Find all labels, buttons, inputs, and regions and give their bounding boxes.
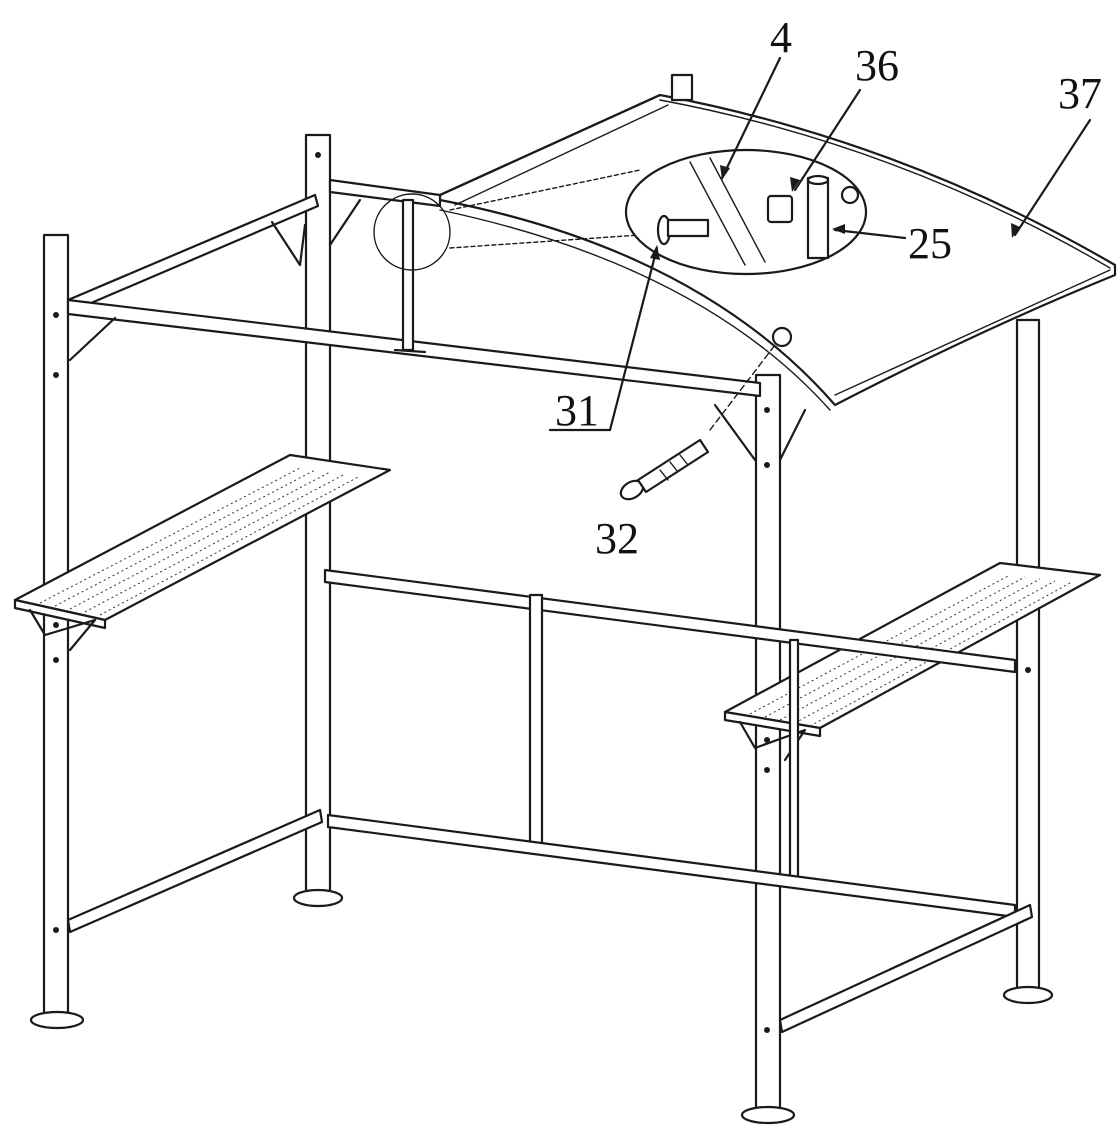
right-front-post bbox=[740, 373, 796, 1125]
bolt-32 bbox=[619, 326, 793, 501]
left-shelf bbox=[13, 453, 392, 652]
right-shelf bbox=[723, 561, 1102, 762]
left-front-post bbox=[29, 233, 85, 1030]
callout-25: 25 bbox=[908, 219, 952, 268]
callout-37: 37 bbox=[1058, 69, 1102, 118]
detail-zoom-ellipse bbox=[624, 148, 868, 276]
leader-lines bbox=[548, 56, 1092, 432]
callout-31: 31 bbox=[555, 386, 599, 435]
detail-marker-circle bbox=[373, 169, 641, 271]
callout-labels: 4 36 37 25 31 32 bbox=[555, 13, 1102, 563]
bottom-rails bbox=[66, 808, 1034, 1034]
right-back-post bbox=[1002, 318, 1054, 1005]
callout-4: 4 bbox=[770, 13, 792, 62]
roof-canopy bbox=[438, 73, 1117, 411]
callout-32: 32 bbox=[595, 514, 639, 563]
top-frame bbox=[66, 178, 807, 462]
left-back-post bbox=[292, 133, 344, 908]
callout-36: 36 bbox=[855, 41, 899, 90]
mid-rails bbox=[323, 568, 1017, 882]
